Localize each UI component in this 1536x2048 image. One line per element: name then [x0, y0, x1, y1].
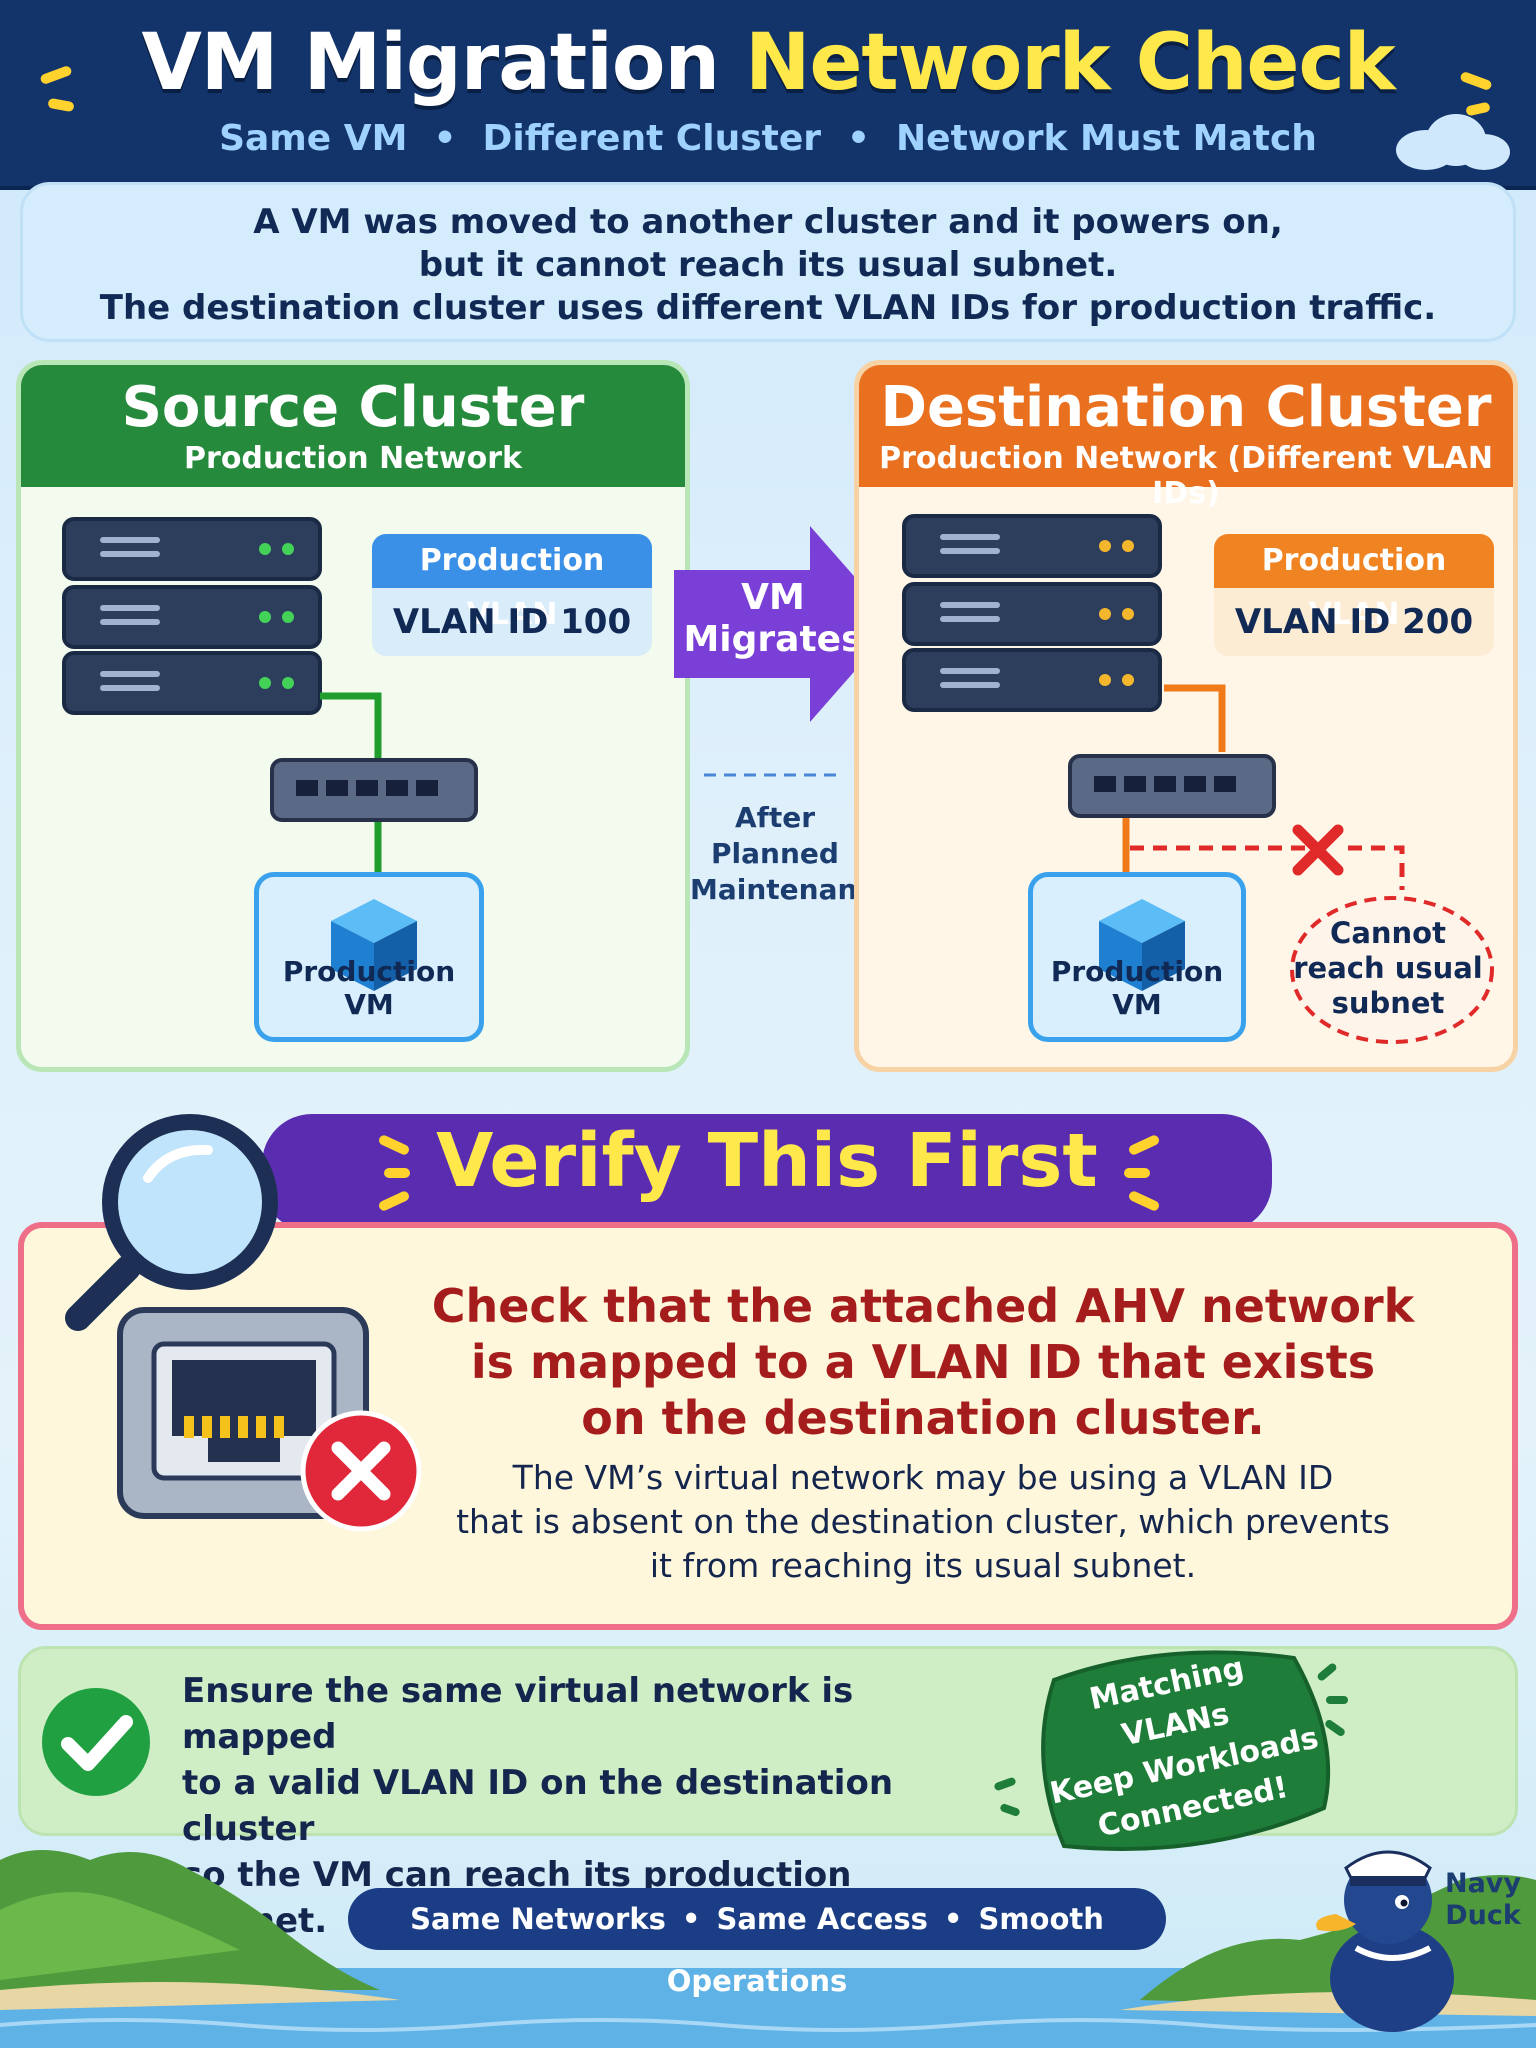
verify-instruction: Check that the attached AHV network is m… — [378, 1278, 1468, 1446]
network-switch-icon — [270, 758, 478, 822]
footer-item: Same Networks — [410, 1902, 666, 1936]
migration-arrow-icon — [674, 526, 896, 722]
sparkle-icon — [1124, 1168, 1150, 1178]
mascot-name-line: Navy — [1444, 1868, 1522, 1899]
title-main: VM Migration — [141, 18, 720, 108]
destination-cluster-title: Destination Cluster — [880, 375, 1492, 440]
destination-cluster-subtitle: Production Network (Different VLAN IDs) — [879, 441, 1493, 511]
migration-note: After Planned Maintenance — [690, 800, 894, 908]
source-cluster-header: Source Cluster Production Network — [21, 365, 685, 487]
source-cable — [320, 692, 382, 876]
mascot-name-line: Duck — [1445, 1900, 1521, 1931]
arrow-line: Migrates — [683, 619, 863, 660]
arrow-line: VM — [741, 577, 805, 618]
destination-vlan-header: Production VLAN — [1214, 534, 1494, 632]
server-rack-icon — [62, 517, 322, 715]
mascot-name: Navy Duck — [1438, 1868, 1528, 1932]
error-line: reach usual — [1293, 951, 1483, 985]
explanation-line: that is absent on the destination cluste… — [456, 1502, 1390, 1541]
source-vm-box: Production VM — [254, 872, 484, 1042]
magnifier-icon — [65, 1114, 278, 1331]
footer-item: Same Access — [716, 1902, 928, 1936]
network-switch-icon — [1068, 754, 1276, 818]
check-icon — [42, 1688, 150, 1796]
error-line: subnet — [1331, 986, 1445, 1020]
footer-item: Smooth Operations — [666, 1902, 1104, 1998]
server-rack-icon — [902, 514, 1162, 712]
error-message: Cannot reach usual subnet — [1288, 916, 1488, 1021]
footer-tagline: Same Networks•Same Access•Smooth Operati… — [348, 1888, 1166, 1998]
error-x-icon — [1292, 824, 1344, 876]
vm-cube-icon — [331, 899, 417, 991]
destination-vm-box: Production VM — [1028, 872, 1246, 1042]
error-bubble — [1290, 896, 1494, 1044]
error-line: Cannot — [1330, 916, 1446, 950]
intro-panel: A VM was moved to another cluster and it… — [20, 182, 1516, 342]
explanation-line: The VM’s virtual network may be using a … — [512, 1458, 1334, 1497]
subtitle-item: Different Cluster — [482, 118, 822, 159]
page-title: VM Migration Network Check — [0, 18, 1536, 108]
destination-vlan-box: Production VLAN VLAN ID 200 — [1214, 534, 1494, 656]
destination-cluster-header: Destination Cluster Production Network (… — [859, 365, 1513, 511]
subtitle-item: Same VM — [219, 118, 408, 159]
vm-cube-icon — [1099, 899, 1185, 991]
note-line: Planned — [711, 837, 839, 870]
note-line: After — [734, 801, 816, 834]
explanation-line: it from reaching its usual subnet. — [649, 1546, 1197, 1585]
duck-mascot-icon — [1316, 1850, 1454, 2032]
source-vlan-header: Production VLAN — [372, 534, 652, 632]
destination-vm-label: Production VM — [1050, 955, 1224, 1021]
intro-line: The destination cluster uses different V… — [99, 288, 1437, 328]
verify-explanation: The VM’s virtual network may be using a … — [378, 1456, 1468, 1588]
badge-shape — [1041, 1650, 1331, 1851]
instruction-line: is mapped to a VLAN ID that exists — [470, 1335, 1376, 1389]
destination-cable — [1122, 684, 1405, 890]
source-cluster-subtitle: Production Network — [184, 441, 522, 476]
resolution-line: to a valid VLAN ID on the destination cl… — [182, 1763, 894, 1849]
note-line: Maintenance — [690, 873, 894, 906]
title-highlight: Network Check — [745, 18, 1395, 108]
resolution-line: Ensure the same virtual network is mappe… — [182, 1671, 854, 1757]
source-cluster-title: Source Cluster — [121, 375, 585, 440]
landscape-scene — [0, 1850, 1536, 2048]
subtitle-item: Network Must Match — [896, 118, 1317, 159]
intro-line: but it cannot reach its usual subnet. — [418, 245, 1118, 285]
sparkle-icon — [1326, 1696, 1348, 1704]
source-vm-label: Production VM — [282, 955, 456, 1021]
ethernet-port-icon — [117, 1307, 369, 1519]
source-vlan-box: Production VLAN VLAN ID 100 — [372, 534, 652, 656]
instruction-line: Check that the attached AHV network — [431, 1279, 1415, 1333]
page-subtitle: Same VM•Different Cluster•Network Must M… — [219, 118, 1317, 159]
migration-arrow-label: VM Migrates — [668, 577, 878, 661]
dashed-divider — [704, 773, 840, 777]
verify-title: Verify This First — [436, 1118, 1098, 1204]
error-x-icon — [300, 1410, 422, 1532]
destination-vlan-id: VLAN ID 200 — [1234, 602, 1474, 642]
sparkle-icon — [384, 1168, 410, 1178]
cloud-icon — [1396, 114, 1510, 170]
verify-banner — [262, 1114, 1272, 1232]
intro-line: A VM was moved to another cluster and it… — [253, 202, 1283, 242]
instruction-line: on the destination cluster. — [581, 1391, 1265, 1445]
source-vlan-id: VLAN ID 100 — [392, 602, 632, 642]
